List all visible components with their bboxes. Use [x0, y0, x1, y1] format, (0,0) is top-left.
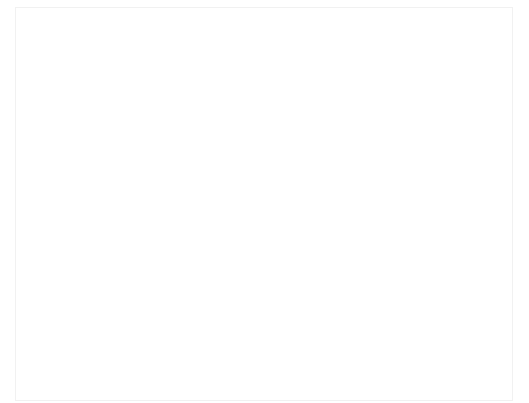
diagram-panel	[16, 8, 512, 400]
